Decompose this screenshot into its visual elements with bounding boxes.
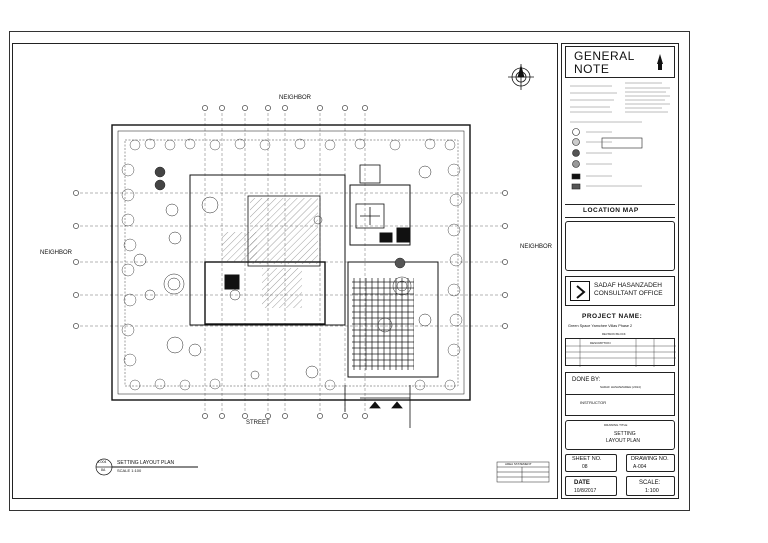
compass-icon (657, 54, 663, 70)
project-name-value: Green Space Yamchee Villas Phase 2 (568, 324, 633, 328)
north-neighbor-label: NEIGHBOR (279, 95, 312, 101)
project-name-label: PROJECT NAME: (582, 313, 643, 320)
south-street-label: STREET (246, 420, 270, 426)
scale-value: 1:100 (645, 488, 659, 494)
scale-label: SCALE: (639, 480, 661, 486)
features (224, 164, 410, 290)
west-neighbor-label: NEIGHBOR (40, 250, 73, 256)
hatched-terrace (222, 232, 257, 262)
drawing-no-box: DRAWING NO. A-004 (626, 454, 675, 472)
instructor-label: INSTRUCTOR (580, 400, 607, 405)
revision-block: REVISION BLOCK DESCRIPTION (565, 333, 676, 367)
east-neighbor-label: NEIGHBOR (520, 244, 553, 250)
company-name-line2: CONSULTANT OFFICE (594, 290, 663, 297)
revision-description-label: DESCRIPTION (590, 341, 611, 345)
entry (344, 385, 411, 428)
revision-block-label: REVISION BLOCK (602, 332, 626, 336)
general-note-title-line1: GENERAL (574, 49, 635, 63)
drawing-no-label: DRAWING NO. (631, 456, 669, 462)
plan-tag-symbol (95, 458, 198, 476)
sheet-no-label: SHEET NO. (572, 456, 602, 462)
trees (133, 165, 432, 380)
done-by-box: DONE BY: SADAF HASANZADEH (2014) INSTRUC… (565, 372, 675, 416)
company-name-line1: SADAF HASANZADEH (594, 282, 662, 289)
drawing-no-value: A-004 (633, 464, 647, 470)
scale-box: SCALE: 1:100 (626, 476, 675, 496)
general-notes-text (570, 82, 670, 190)
drawing-title-label: DRAWING TITLE (604, 423, 628, 427)
general-note-header: GENERAL NOTE (565, 46, 675, 78)
drawing-title-box: DRAWING TITLE SETTING LAYOUT PLAN (565, 420, 675, 450)
chevron-right-icon (576, 285, 586, 299)
drawing-frame (12, 43, 558, 499)
location-map-label: LOCATION MAP (583, 207, 639, 214)
grid-bubbles (73, 105, 508, 419)
hatched-court (262, 268, 302, 308)
company-logo (570, 281, 590, 301)
date-box: DATE 10/8/2017 (565, 476, 617, 496)
drawing-title-line1: SETTING (614, 431, 636, 437)
date-value: 10/8/2017 (574, 488, 597, 494)
sheet-no-value: 08 (582, 464, 588, 470)
location-map-box (565, 221, 675, 271)
date-label: DATE (574, 480, 590, 486)
plan-tag-sub: 8A (101, 468, 106, 472)
location-map-header: LOCATION MAP (565, 204, 675, 218)
hatched-roof (250, 198, 318, 264)
done-by-name: SADAF HASANZADEH (2014) (600, 385, 641, 389)
done-by-label: DONE BY: (572, 377, 601, 383)
north-arrow-icon (508, 64, 534, 90)
site-boundary (111, 124, 471, 401)
revision-table-lines (566, 339, 676, 367)
plan-tag-scale: SCALE 1:100 (117, 468, 142, 473)
tiled-paving (352, 278, 414, 370)
drawing-title-line2: LAYOUT PLAN (606, 438, 640, 444)
area-statement-label: AREA STATEMENT (505, 462, 532, 466)
perimeter-trees (121, 138, 463, 391)
plan-tag-title: SETTING LAYOUT PLAN (117, 460, 175, 466)
plan-tag-code: A-004 (97, 460, 107, 464)
sheet-no-box: SHEET NO. 08 (565, 454, 617, 472)
title-block: GENERAL NOTE (561, 43, 679, 499)
area-statement-table (496, 461, 550, 483)
general-note-title-line2: NOTE (574, 62, 610, 76)
company-box: SADAF HASANZADEH CONSULTANT OFFICE (565, 276, 675, 306)
